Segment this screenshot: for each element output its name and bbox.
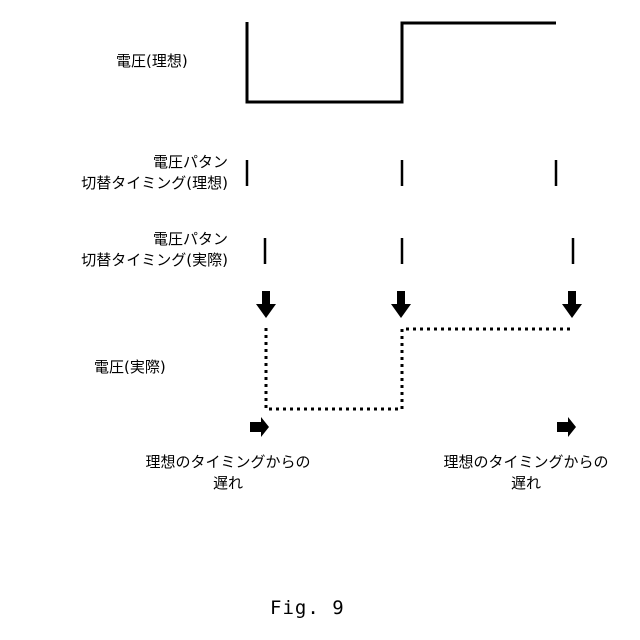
label-line: 遅れ: [110, 473, 346, 494]
right-arrow-icon: [557, 417, 576, 437]
label-line: 理想のタイミングからの: [408, 452, 640, 473]
down-arrow-icon: [562, 291, 582, 318]
label-delay-left: 理想のタイミングからの 遅れ: [110, 452, 346, 494]
label-voltage-actual: 電圧(実際): [94, 357, 166, 378]
label-switch-timing-actual: 電圧パタン 切替タイミング(実際): [81, 229, 228, 271]
label-switch-timing-ideal: 電圧パタン 切替タイミング(理想): [81, 152, 228, 194]
label-line: 切替タイミング(理想): [81, 173, 228, 194]
label-voltage-ideal: 電圧(理想): [116, 51, 188, 72]
label-delay-right: 理想のタイミングからの 遅れ: [408, 452, 640, 494]
down-arrow-icon: [256, 291, 276, 318]
down-arrow-icon: [391, 291, 411, 318]
label-line: 電圧パタン: [81, 152, 228, 173]
actual-voltage-waveform: [266, 328, 570, 409]
label-line: 電圧パタン: [81, 229, 228, 250]
right-arrow-icon: [250, 417, 269, 437]
label-line: 理想のタイミングからの: [110, 452, 346, 473]
ideal-voltage-waveform: [247, 22, 556, 102]
label-line: 遅れ: [408, 473, 640, 494]
label-line: 切替タイミング(実際): [81, 250, 228, 271]
figure-caption: Fig. 9: [270, 597, 345, 619]
